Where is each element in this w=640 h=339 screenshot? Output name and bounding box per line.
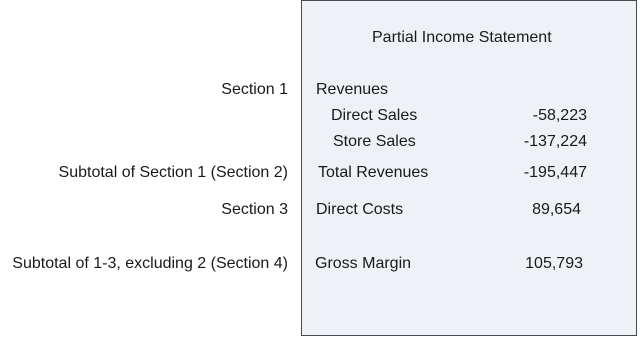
- subtotal-1-3-label: Subtotal of 1-3, excluding 2 (Section 4): [12, 255, 288, 272]
- direct-sales-label: Direct Sales: [331, 107, 418, 124]
- direct-sales-value: -58,223: [532, 107, 587, 124]
- total-revenues-label: Total Revenues: [318, 164, 429, 181]
- subtotal-section-1-label: Subtotal of Section 1 (Section 2): [58, 164, 288, 181]
- revenues-header: Revenues: [316, 81, 389, 98]
- income-statement-panel: [301, 0, 637, 336]
- direct-costs-label: Direct Costs: [316, 201, 404, 218]
- store-sales-label: Store Sales: [333, 133, 416, 150]
- direct-costs-value: 89,654: [532, 201, 581, 218]
- gross-margin-value: 105,793: [525, 255, 583, 272]
- section-3-label: Section 3: [221, 201, 288, 218]
- gross-margin-label: Gross Margin: [315, 255, 412, 272]
- store-sales-value: -137,224: [523, 133, 587, 150]
- statement-title: Partial Income Statement: [372, 29, 552, 46]
- section-1-label: Section 1: [221, 81, 288, 98]
- total-revenues-value: -195,447: [523, 164, 587, 181]
